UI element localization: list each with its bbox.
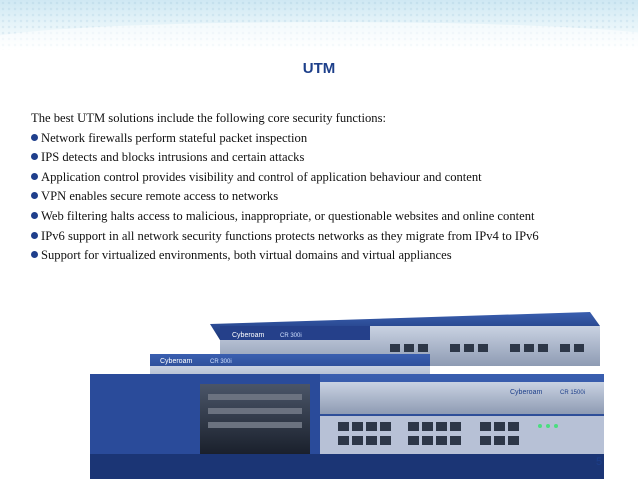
brand-label: Cyberoam [160, 358, 192, 365]
bullet-icon [31, 192, 38, 200]
bullet-text: Support for virtualized environments, bo… [41, 248, 452, 263]
appliance-bottom: Cyberoam CR 1500i [90, 374, 604, 479]
bullet-item: IPS detects and blocks intrusions and ce… [31, 148, 605, 168]
bullet-icon [31, 133, 38, 141]
bullet-item: Network firewalls perform stateful packe… [31, 129, 605, 149]
bullet-item: Application control provides visibility … [31, 168, 605, 188]
bullet-text: IPS detects and blocks intrusions and ce… [41, 150, 305, 165]
page-number: 5 [596, 456, 603, 468]
bullet-icon [31, 251, 38, 259]
model-label: CR 300i [280, 333, 302, 339]
bullet-text: Application control provides visibility … [41, 169, 482, 184]
appliance-top: Cyberoam CR 300i [210, 312, 600, 366]
bullet-text: IPv6 support in all network security fun… [41, 228, 539, 243]
bullet-text: Web filtering halts access to malicious,… [41, 208, 535, 223]
bullet-item: Support for virtualized environments, bo… [31, 246, 605, 266]
banner-wave [0, 22, 638, 50]
intro-text: The best UTM solutions include the follo… [31, 111, 387, 125]
header-banner [0, 0, 638, 50]
slide-body: The best UTM solutions include the follo… [31, 109, 605, 266]
bullet-icon [31, 211, 38, 219]
utm-appliance-image: Cyberoam CR 300i Cyberoam CR 300i Cybero… [90, 312, 604, 479]
bullet-item: VPN enables secure remote access to netw… [31, 187, 605, 207]
model-label: CR 1500i [560, 390, 585, 396]
brand-label: Cyberoam [232, 332, 264, 339]
bullet-item: Web filtering halts access to malicious,… [31, 207, 605, 227]
brand-label: Cyberoam [510, 389, 542, 396]
bullet-text: VPN enables secure remote access to netw… [41, 189, 279, 204]
model-label: CR 300i [210, 359, 232, 365]
bullet-icon [31, 231, 38, 239]
bullet-icon [31, 153, 38, 161]
bullet-item: IPv6 support in all network security fun… [31, 227, 605, 247]
bullet-icon [31, 172, 38, 180]
slide-title: UTM [302, 60, 336, 77]
bullet-text: Network firewalls perform stateful packe… [41, 130, 308, 145]
